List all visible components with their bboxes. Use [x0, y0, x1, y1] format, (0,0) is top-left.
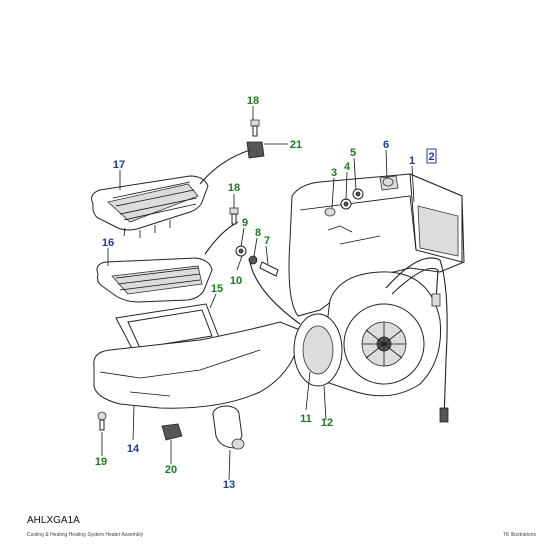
callouts: 18 21 17 18 16 9 8 7 10 15 3 4 5 6 1 11 …: [95, 95, 415, 491]
callout-11: 11: [300, 413, 312, 425]
callout-20: 20: [165, 464, 177, 476]
callout-1: 1: [409, 155, 415, 167]
harness-wire-a: [385, 257, 448, 421]
callout-13: 13: [223, 479, 235, 491]
leader-lines: [101, 106, 415, 481]
callout-6: 6: [383, 139, 389, 151]
part-grille-16: [96, 257, 213, 303]
part-clip-19: [97, 411, 107, 431]
callout-21: 21: [290, 139, 302, 151]
part-bolt-18-top: [250, 119, 260, 137]
part-grommet-3: [324, 207, 336, 217]
wire-to-16: [204, 221, 239, 255]
callout-5: 5: [350, 147, 356, 159]
part-blower-housing-12: [319, 271, 442, 397]
part-blower-ring-11: [293, 313, 343, 387]
callout-10: 10: [230, 275, 242, 287]
callout-2: 2: [428, 151, 434, 163]
part-plug-6: [382, 177, 394, 187]
harness-wire-b: [391, 267, 439, 301]
diagram-code: AHLXGA1A: [27, 515, 80, 526]
part-elbow-13: [212, 405, 245, 450]
callout-3: 3: [331, 167, 337, 179]
part-grille-17: [91, 175, 209, 238]
part-seal-4: [340, 198, 352, 210]
callout-2-tag: 2: [426, 148, 437, 164]
part-duct-14: [93, 321, 301, 409]
part-seal-5: [352, 188, 364, 200]
callout-16: 16: [102, 237, 114, 249]
callout-18-top: 18: [247, 95, 259, 107]
callout-8: 8: [255, 227, 261, 239]
callout-19: 19: [95, 456, 107, 468]
harness-connector: [439, 407, 449, 423]
wire-to-17: [199, 149, 251, 185]
part-clip-21: [246, 141, 265, 159]
part-bolt-18-lower: [229, 207, 239, 225]
callout-7: 7: [264, 235, 270, 247]
harness-plug: [431, 293, 441, 307]
callout-12: 12: [321, 417, 333, 429]
callout-14: 14: [127, 443, 140, 455]
callout-4: 4: [344, 161, 351, 173]
illustration-credit: TK Illustrations: [502, 532, 536, 538]
callout-18-lower: 18: [228, 182, 240, 194]
callout-17: 17: [113, 159, 125, 171]
part-bolt-7: [259, 261, 279, 277]
callout-9: 9: [242, 217, 248, 229]
hose-10: [249, 261, 301, 325]
part-nut-8: [248, 255, 258, 265]
diagram-caption: Cooling & Heating Heating System Heater …: [27, 532, 144, 538]
part-washer-9: [235, 245, 247, 257]
part-clip-20: [161, 423, 183, 441]
callout-15: 15: [211, 283, 223, 295]
